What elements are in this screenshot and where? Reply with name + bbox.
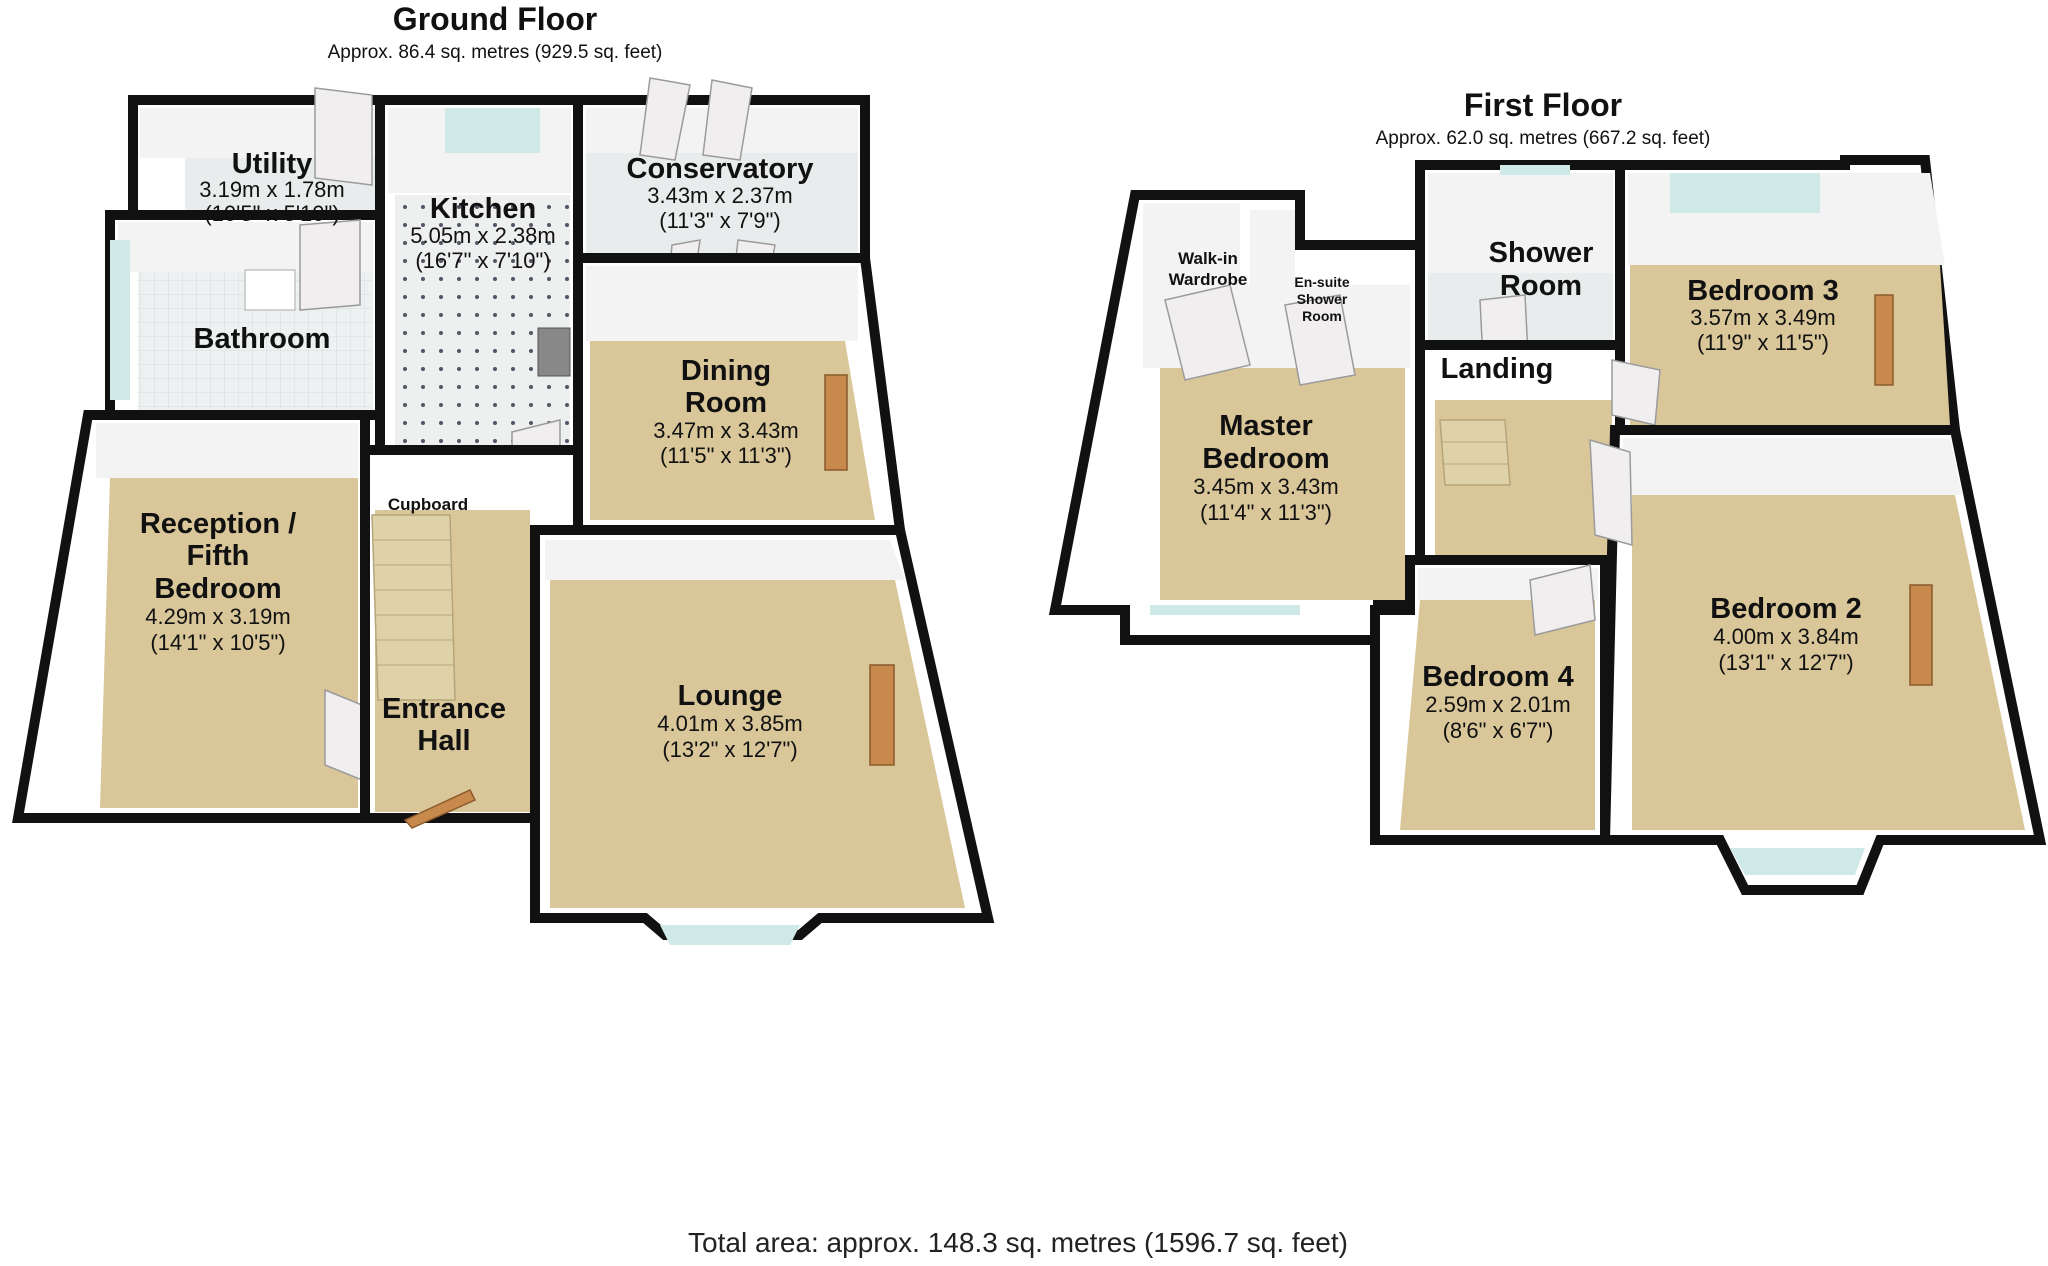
conservatory-door-left: [639, 77, 691, 161]
kitchen-metric: 5.05m x 2.38m: [410, 223, 556, 248]
bedroom2-door: [1589, 438, 1633, 546]
lounge-name: Lounge: [678, 680, 783, 712]
dining-name-line1: Dining: [681, 355, 771, 387]
bedroom3-imperial: (11'9" x 11'5"): [1697, 330, 1829, 355]
dining-name-line2: Room: [685, 387, 767, 419]
bedroom4-door: [1529, 564, 1596, 636]
room-bedroom3: [1611, 155, 1961, 435]
ground-floor-title: Ground Floor: [393, 1, 597, 37]
reception-door: [324, 688, 363, 782]
bedroom4-name: Bedroom 4: [1422, 661, 1573, 693]
front-door: [403, 789, 477, 829]
bedroom3-name: Bedroom 3: [1687, 275, 1838, 307]
bedroom3-fireplace: [1874, 294, 1894, 386]
room-lounge: [530, 525, 995, 945]
landing-name: Landing: [1441, 353, 1554, 385]
reception-metric: 4.29m x 3.19m: [145, 604, 291, 629]
bathroom-name: Bathroom: [194, 323, 331, 355]
dining-metric: 3.47m x 3.43m: [653, 418, 799, 443]
shower-name-line1: Shower: [1489, 237, 1594, 269]
kitchen-imperial: (16'7" x 7'10"): [415, 248, 550, 273]
walkin-name-line1: Walk-in: [1178, 249, 1238, 268]
master-name-line1: Master: [1219, 410, 1313, 442]
entrance-name-line2: Hall: [417, 725, 470, 757]
first-floor-area: Approx. 62.0 sq. metres (667.2 sq. feet): [1376, 128, 1711, 149]
entrance-name-line1: Entrance: [382, 693, 506, 725]
lounge-metric: 4.01m x 3.85m: [657, 711, 803, 736]
cupboard-name: Cupboard: [388, 495, 468, 514]
total-area: Total area: approx. 148.3 sq. metres (15…: [688, 1227, 1348, 1258]
room-entrance-hall: [360, 445, 583, 829]
bathroom-basin: [244, 269, 296, 311]
conservatory-imperial: (11'3" x 7'9"): [659, 208, 780, 233]
bedroom3-door: [1611, 359, 1661, 426]
kitchen-name: Kitchen: [430, 193, 536, 225]
conservatory-metric: 3.43m x 2.37m: [647, 183, 793, 208]
first-floor-labels: Walk-in Wardrobe En-suite Shower Room Sh…: [1169, 237, 1862, 743]
reception-name-line2: Fifth: [187, 540, 250, 572]
lounge-imperial: (13'2" x 12'7"): [662, 737, 797, 762]
first-floor-title: First Floor: [1464, 87, 1622, 123]
dining-fireplace: [824, 374, 848, 471]
reception-imperial: (14'1" x 10'5"): [150, 630, 285, 655]
bedroom2-metric: 4.00m x 3.84m: [1713, 624, 1859, 649]
bathroom-door: [299, 219, 361, 311]
reception-name-line3: Bedroom: [154, 573, 281, 605]
walkin-name-line2: Wardrobe: [1169, 270, 1248, 289]
walkin-door: [1164, 284, 1251, 381]
staircase: [371, 514, 456, 701]
landing-staircase: [1439, 419, 1511, 486]
master-imperial: (11'4" x 11'3"): [1200, 500, 1332, 525]
kitchen-hob: [537, 327, 571, 377]
ensuite-door: [1284, 294, 1356, 386]
master-metric: 3.45m x 3.43m: [1193, 474, 1339, 499]
utility-metric: 3.19m x 1.78m: [199, 177, 345, 202]
reception-name-line1: Reception /: [140, 508, 296, 540]
ground-floor: Ground Floor Approx. 86.4 sq. metres (92…: [12, 1, 995, 945]
room-shower: [1415, 160, 1625, 361]
conservatory-door-right: [702, 79, 753, 161]
conservatory-name: Conservatory: [627, 153, 814, 185]
room-dining: [573, 253, 906, 535]
bedroom4-metric: 2.59m x 2.01m: [1425, 692, 1571, 717]
bedroom3-metric: 3.57m x 3.49m: [1690, 305, 1836, 330]
room-reception: [12, 410, 370, 823]
dining-imperial: (11'5" x 11'3"): [660, 443, 792, 468]
room-bathroom: [105, 210, 385, 420]
ground-floor-area: Approx. 86.4 sq. metres (929.5 sq. feet): [328, 42, 663, 63]
room-kitchen: [375, 95, 583, 506]
shower-name-line2: Room: [1500, 270, 1582, 302]
utility-name: Utility: [232, 148, 313, 180]
lounge-fireplace: [869, 664, 895, 766]
first-floor: First Floor Approx. 62.0 sq. metres (667…: [1048, 87, 2047, 895]
room-bedroom4: [1370, 555, 1610, 845]
ensuite-name-line2: Shower: [1297, 291, 1348, 307]
room-master-bedroom: [1048, 190, 1425, 645]
bedroom2-name: Bedroom 2: [1710, 593, 1861, 625]
ensuite-name-line3: Room: [1302, 308, 1342, 324]
utility-door: [314, 87, 373, 186]
room-bedroom2: [1589, 425, 2047, 895]
bedroom4-imperial: (8'6" x 6'7"): [1443, 718, 1554, 743]
ground-floor-labels: Utility 3.19m x 1.78m (10'5" x 5'10") Ki…: [140, 148, 814, 762]
master-name-line2: Bedroom: [1202, 443, 1329, 475]
bedroom2-fireplace: [1909, 584, 1933, 686]
ensuite-name-line1: En-suite: [1294, 274, 1349, 290]
bedroom2-imperial: (13'1" x 12'7"): [1718, 650, 1853, 675]
room-landing: [1415, 340, 1625, 565]
utility-imperial: (10'5" x 5'10"): [204, 201, 339, 226]
